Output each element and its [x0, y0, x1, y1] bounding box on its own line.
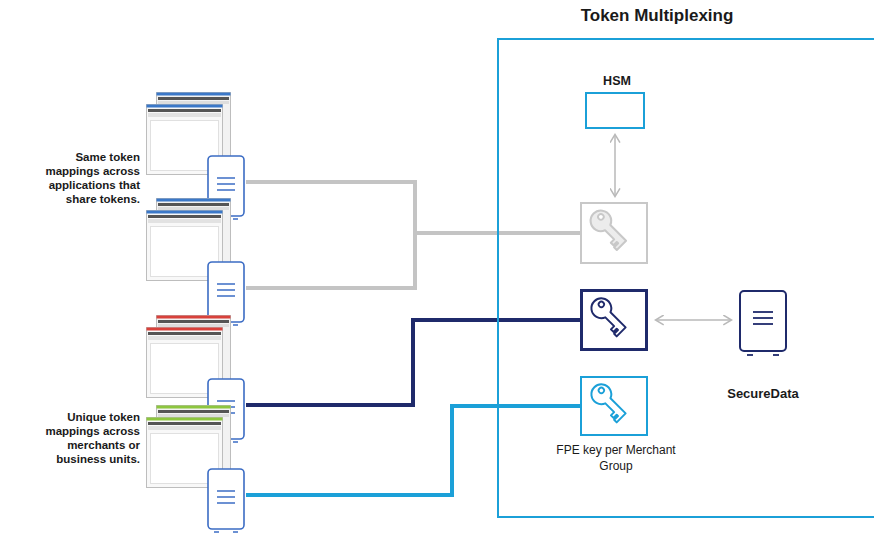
tablet-line — [217, 289, 235, 291]
key-icon — [583, 292, 645, 348]
label-holder: Unique token mappings across merchants o… — [18, 410, 140, 466]
browser-toolbar — [158, 410, 229, 413]
browser-toolbar — [148, 332, 221, 335]
server-body — [740, 291, 786, 351]
box-label: HSM — [557, 74, 677, 88]
tablet-foot — [233, 324, 238, 326]
side-note: Unique token mappings across merchants o… — [18, 410, 140, 466]
browser-bar — [157, 93, 231, 96]
tablet-line — [217, 189, 235, 191]
browser-bar — [157, 316, 231, 319]
server-node: SecureData — [739, 290, 787, 358]
tablet-line — [217, 490, 235, 492]
browser-toolbar — [148, 426, 221, 430]
hsm-box: HSM — [585, 92, 645, 129]
browser-toolbar — [158, 97, 229, 100]
key-shape — [587, 294, 630, 337]
browser-toolbar — [158, 203, 229, 206]
region-box: Token MultiplexingHSMSecureDataFPE key p… — [497, 38, 874, 518]
connector — [246, 320, 580, 405]
browser-toolbar — [158, 320, 229, 323]
label-holder: SecureData — [703, 385, 823, 403]
label-holder: Same token mappings across applications … — [18, 150, 140, 206]
server-line — [753, 323, 773, 325]
application-icon — [146, 405, 246, 535]
side-note: Same token mappings across applications … — [18, 150, 140, 206]
box-label: SecureData — [703, 385, 823, 403]
browser-bar — [147, 211, 223, 214]
tablet-line — [217, 496, 235, 498]
tablet-line — [217, 177, 235, 179]
browser-toolbar — [148, 113, 221, 117]
key-icon — [582, 378, 646, 434]
app-icon — [146, 405, 246, 535]
browser-toolbar — [158, 414, 229, 417]
connector — [246, 406, 580, 495]
label-holder: HSM — [557, 74, 677, 88]
browser-bar — [147, 328, 223, 331]
key-hole — [597, 213, 605, 221]
box-label: FPE key per Merchant Group — [551, 442, 681, 474]
tablet-foot — [233, 441, 238, 443]
key-hole — [598, 301, 606, 309]
browser-bar — [157, 406, 231, 409]
tablet-line — [217, 502, 235, 504]
app-icon — [146, 198, 246, 328]
browser-toolbar — [148, 422, 221, 425]
icon-part — [586, 206, 630, 250]
server-line — [753, 317, 773, 319]
tablet-foot — [233, 531, 238, 533]
browser-bar — [147, 105, 223, 108]
connector — [246, 182, 580, 233]
browser-toolbar — [148, 219, 221, 223]
tablet-foot — [214, 531, 219, 533]
key-icon — [582, 204, 646, 262]
application-icon — [146, 198, 246, 328]
key-shape — [587, 380, 630, 423]
key-shape — [586, 206, 630, 250]
key-box — [580, 289, 648, 351]
icon-part — [587, 294, 630, 337]
key-box: FPE key per Merchant Group — [580, 376, 648, 436]
diagram-title: Token Multiplexing — [499, 6, 815, 26]
browser-toolbar — [148, 109, 221, 112]
tablet-line — [217, 400, 235, 402]
key-box — [580, 202, 648, 264]
label-holder: FPE key per Merchant Group — [551, 442, 681, 474]
icon-part — [587, 380, 630, 423]
server-foot — [747, 354, 753, 356]
browser-toolbar — [148, 215, 221, 218]
server-icon — [739, 290, 787, 358]
tablet-line — [217, 183, 235, 185]
browser-bar — [157, 199, 231, 202]
tablet-foot — [233, 218, 238, 220]
browser-toolbar — [158, 207, 229, 210]
browser-toolbar — [158, 324, 229, 327]
tablet — [208, 469, 244, 529]
tablet — [208, 262, 244, 322]
key-hole — [598, 387, 606, 395]
browser-bar — [147, 418, 223, 421]
server-foot — [773, 354, 779, 356]
browser-toolbar — [148, 336, 221, 340]
server-line — [753, 311, 773, 313]
tablet-line — [217, 295, 235, 297]
connector — [246, 233, 580, 288]
tablet-line — [217, 283, 235, 285]
connector — [614, 135, 616, 196]
connector — [656, 319, 731, 321]
label-holder: Token Multiplexing — [499, 6, 815, 26]
browser-toolbar — [158, 101, 229, 104]
